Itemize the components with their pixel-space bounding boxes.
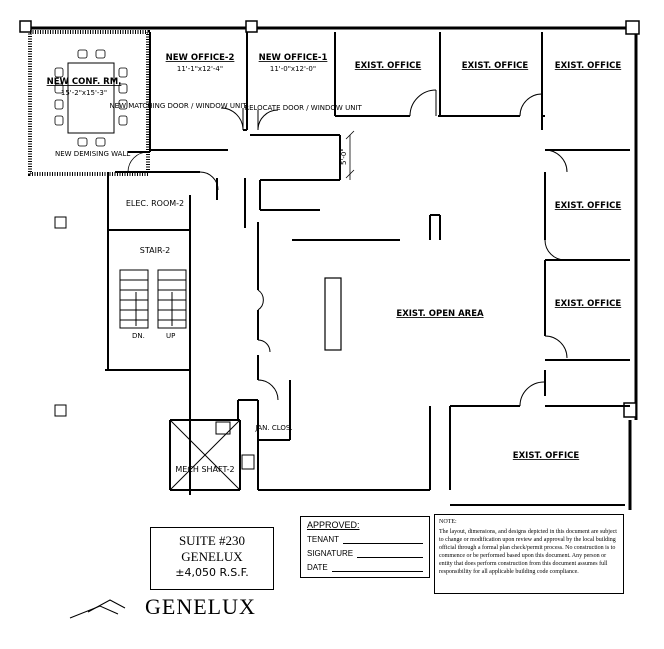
exist-office-1: EXIST. OFFICE xyxy=(355,61,422,71)
exist-open-area: EXIST. OPEN AREA xyxy=(396,309,484,319)
note-title: NOTE: xyxy=(439,519,457,525)
office-1-title: NEW OFFICE-1 xyxy=(259,53,328,63)
signature-field: SIGNATURE xyxy=(307,548,423,558)
door-swings xyxy=(199,89,568,407)
column-marker xyxy=(625,20,640,35)
matching-door-note: NEW MATCHING DOOR / WINDOW UNIT xyxy=(109,102,247,110)
new-conference-room xyxy=(28,30,150,176)
company-name: GENELUX xyxy=(145,594,256,619)
exist-office-5: EXIST. OFFICE xyxy=(555,299,622,309)
stair-dn-label: DN. xyxy=(132,332,145,340)
note-box: NOTE: The layout, dimensions, and design… xyxy=(434,514,624,594)
mech-shaft-label: MECH SHAFT-2 xyxy=(175,465,234,474)
column-marker xyxy=(245,20,258,33)
conf-room-dims: 15'-2"x15'-3" xyxy=(61,89,107,97)
open-area-column xyxy=(324,277,342,351)
mech-shaft xyxy=(169,419,255,491)
dimension-line xyxy=(345,130,355,180)
exist-office-2: EXIST. OFFICE xyxy=(462,61,529,71)
suite-tenant: GENELUX xyxy=(181,549,243,564)
office-2-dims: 11'-1"x12'-4" xyxy=(177,65,223,73)
tenant-field: TENANT xyxy=(307,534,423,544)
stair-label: STAIR-2 xyxy=(140,246,170,255)
note-text: The layout, dimensions, and designs depi… xyxy=(439,529,617,575)
office-1-dims: 11'-0"x12'-0" xyxy=(270,65,316,73)
date-field: DATE xyxy=(307,562,423,572)
exist-office-4: EXIST. OFFICE xyxy=(555,201,622,211)
interior-walls xyxy=(105,32,630,506)
office-2-title: NEW OFFICE-2 xyxy=(166,53,235,63)
conf-room-title: NEW CONF. RM. xyxy=(47,77,122,87)
exterior-walls xyxy=(20,26,638,510)
relocate-door-note: RELOCATE DOOR / WINDOW UNIT xyxy=(244,104,362,112)
logo-mark xyxy=(69,599,126,619)
suite-info-box: SUITE #230 GENELUX ±4,050 R.S.F. xyxy=(150,527,274,590)
stairs xyxy=(119,269,187,329)
dimension-5ft: 5'-0" xyxy=(340,148,348,165)
column-marker xyxy=(54,404,67,417)
approval-title: APPROVED: xyxy=(307,520,360,530)
elec-room-label: ELEC. ROOM-2 xyxy=(126,199,184,208)
suite-number: SUITE #230 xyxy=(178,533,246,548)
approval-box: APPROVED: TENANT SIGNATURE DATE xyxy=(300,516,430,578)
column-marker xyxy=(19,20,32,33)
demising-wall-note: NEW DEMISING WALL xyxy=(55,150,130,158)
stair-up-label: UP xyxy=(166,332,175,340)
jan-clos-label: JAN. CLOS. xyxy=(254,424,292,432)
column-marker xyxy=(54,216,67,229)
suite-area: ±4,050 R.S.F. xyxy=(175,566,249,579)
exist-office-6: EXIST. OFFICE xyxy=(513,451,580,461)
exist-office-3: EXIST. OFFICE xyxy=(555,61,622,71)
